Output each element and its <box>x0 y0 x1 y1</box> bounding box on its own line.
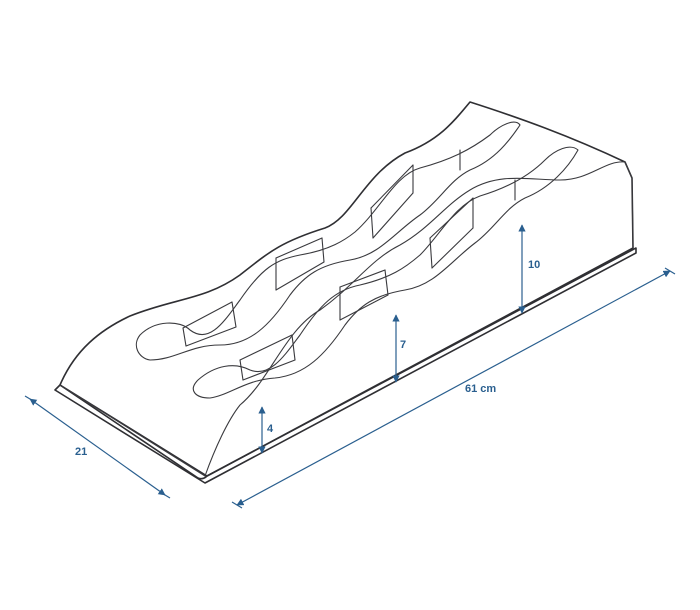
width-label: 21 <box>75 446 87 458</box>
height-low-label: 4 <box>267 423 274 435</box>
dimension-width: 21 <box>24 395 171 499</box>
left-track <box>135 121 521 361</box>
dimension-length: 61 cm <box>231 267 676 509</box>
dimension-height-mid: 7 <box>392 314 406 383</box>
right-end-face <box>624 161 634 249</box>
length-label: 61 cm <box>465 383 496 395</box>
left-track-rungs <box>182 149 461 347</box>
dimension-height-low: 4 <box>258 406 274 454</box>
dimension-height-high: 10 <box>518 224 540 314</box>
ramp-body-outline <box>59 101 634 480</box>
height-high-label: 10 <box>528 259 540 271</box>
height-mid-label: 7 <box>400 339 406 351</box>
base-plate <box>54 247 637 484</box>
